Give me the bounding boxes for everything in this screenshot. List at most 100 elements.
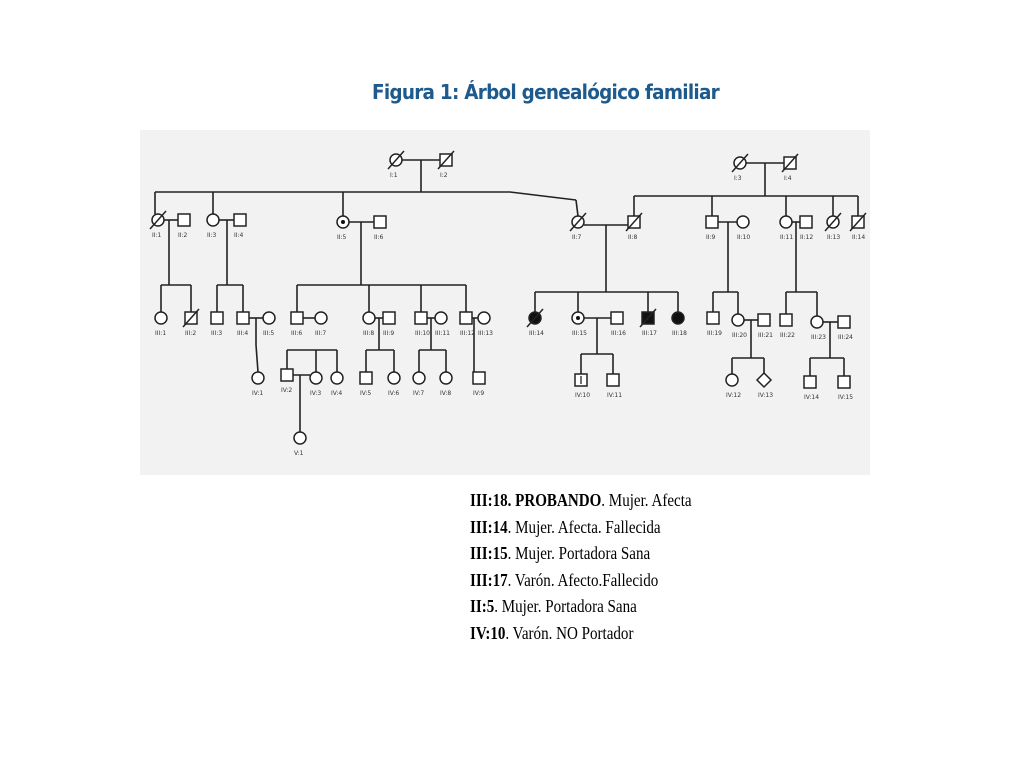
label-i4: I:4 xyxy=(784,175,792,182)
individual-ii12 xyxy=(799,215,813,229)
label-iv13: IV:13 xyxy=(758,392,773,399)
legend-item-iii17: III:17. Varón. Afecto.Fallecido xyxy=(470,569,659,590)
deceased-slash xyxy=(526,308,544,328)
label-iv7: IV:7 xyxy=(413,390,424,397)
legend-item-iii15: III:15. Mujer. Portadora Sana xyxy=(470,543,651,563)
individual-iv7 xyxy=(412,371,426,385)
individual-ii10 xyxy=(736,215,750,229)
individual-iii12 xyxy=(459,311,473,325)
individual-iv15 xyxy=(837,375,851,389)
label-ii5: II:5 xyxy=(337,234,347,241)
deceased-slash xyxy=(437,150,455,170)
individual-ii6 xyxy=(373,215,387,229)
individual-iv2 xyxy=(280,368,294,382)
label-ii4: II:4 xyxy=(234,232,244,239)
individual-iii20 xyxy=(731,313,745,327)
deceased-slash xyxy=(781,153,799,173)
individual-iii6 xyxy=(290,311,304,325)
individual-iv11 xyxy=(606,373,620,387)
label-iii21: III:21 xyxy=(758,332,773,339)
label-ii8: II:8 xyxy=(628,234,638,241)
label-i3: I:3 xyxy=(734,175,742,182)
individual-iii21 xyxy=(757,313,771,327)
label-iii11: III:11 xyxy=(435,330,450,337)
label-ii2: II:2 xyxy=(178,232,188,239)
individual-iii11 xyxy=(434,311,448,325)
label-iv5: IV:5 xyxy=(360,390,371,397)
label-iv8: IV:8 xyxy=(440,390,451,397)
deceased-slash xyxy=(182,308,200,328)
label-iii3: III:3 xyxy=(211,330,222,337)
label-ii13: II:13 xyxy=(827,234,840,241)
label-iii20: III:20 xyxy=(732,332,747,339)
individual-iii1 xyxy=(154,311,168,325)
label-iv6: IV:6 xyxy=(388,390,399,397)
label-iv15: IV:15 xyxy=(838,394,853,401)
label-iii13: III:13 xyxy=(478,330,493,337)
deceased-slash xyxy=(639,308,657,328)
individual-ii4 xyxy=(233,213,247,227)
label-iii9: III:9 xyxy=(383,330,394,337)
individual-iii7 xyxy=(314,311,328,325)
label-iii1: III:1 xyxy=(155,330,166,337)
legend-item-ii5: II:5. Mujer. Portadora Sana xyxy=(470,596,637,616)
label-iii18: III:18 xyxy=(672,330,687,337)
individual-iv13 xyxy=(755,371,773,389)
individual-iii4 xyxy=(236,311,250,325)
label-iv9: IV:9 xyxy=(473,390,484,397)
individual-iv5 xyxy=(359,371,373,385)
label-iii14: III:14 xyxy=(529,330,544,337)
label-iii22: III:22 xyxy=(780,332,795,339)
label-iv11: IV:11 xyxy=(607,392,622,399)
label-iii7: III:7 xyxy=(315,330,326,337)
label-iii4: III:4 xyxy=(237,330,248,337)
label-ii12: II:12 xyxy=(800,234,813,241)
deceased-slash xyxy=(387,150,405,170)
individual-ii3 xyxy=(206,213,220,227)
label-iv14: IV:14 xyxy=(804,394,819,401)
label-i1: I:1 xyxy=(390,172,398,179)
label-ii14: II:14 xyxy=(852,234,865,241)
label-iii16: III:16 xyxy=(611,330,626,337)
label-i2: I:2 xyxy=(440,172,448,179)
deceased-slash xyxy=(824,212,842,232)
individual-iv6 xyxy=(387,371,401,385)
individual-iii19 xyxy=(706,311,720,325)
label-iii24: III:24 xyxy=(838,334,853,341)
label-ii11: II:11 xyxy=(780,234,793,241)
individual-iii18 xyxy=(671,311,685,325)
individual-iv14 xyxy=(803,375,817,389)
deceased-slash xyxy=(849,212,867,232)
legend: III:18. PROBANDO. Mujer. Afecta III:14. … xyxy=(470,487,830,646)
pedigree-panel xyxy=(140,130,870,475)
legend-item-iii14: III:14. Mujer. Afecta. Fallecida xyxy=(470,516,661,537)
label-iv3: IV:3 xyxy=(310,390,321,397)
individual-ii11 xyxy=(779,215,793,229)
pedigree-individuals xyxy=(149,150,867,445)
label-iv2: IV:2 xyxy=(281,387,292,394)
label-iii15: III:15 xyxy=(572,330,587,337)
individual-iii9 xyxy=(382,311,396,325)
individual-iii22 xyxy=(779,313,793,327)
label-v1: V:1 xyxy=(294,450,304,457)
individual-iii3 xyxy=(210,311,224,325)
carrier-dot xyxy=(341,220,345,224)
legend-item-probando: III:18. PROBANDO. Mujer. Afecta xyxy=(470,490,692,510)
individual-ii2 xyxy=(177,213,191,227)
deceased-slash xyxy=(149,210,167,230)
individual-iii16 xyxy=(610,311,624,325)
individual-iii23 xyxy=(810,315,824,329)
legend-item-iv10: IV:10. Varón. NO Portador xyxy=(470,622,634,643)
deceased-slash xyxy=(569,212,587,232)
individual-ii9 xyxy=(705,215,719,229)
carrier-dot xyxy=(576,316,580,320)
label-ii6: II:6 xyxy=(374,234,384,241)
label-iii2: III:2 xyxy=(185,330,196,337)
label-ii7: II:7 xyxy=(572,234,582,241)
individual-iii10 xyxy=(414,311,428,325)
deceased-slash xyxy=(731,153,749,173)
label-iii17: III:17 xyxy=(642,330,657,337)
individual-iv4 xyxy=(330,371,344,385)
